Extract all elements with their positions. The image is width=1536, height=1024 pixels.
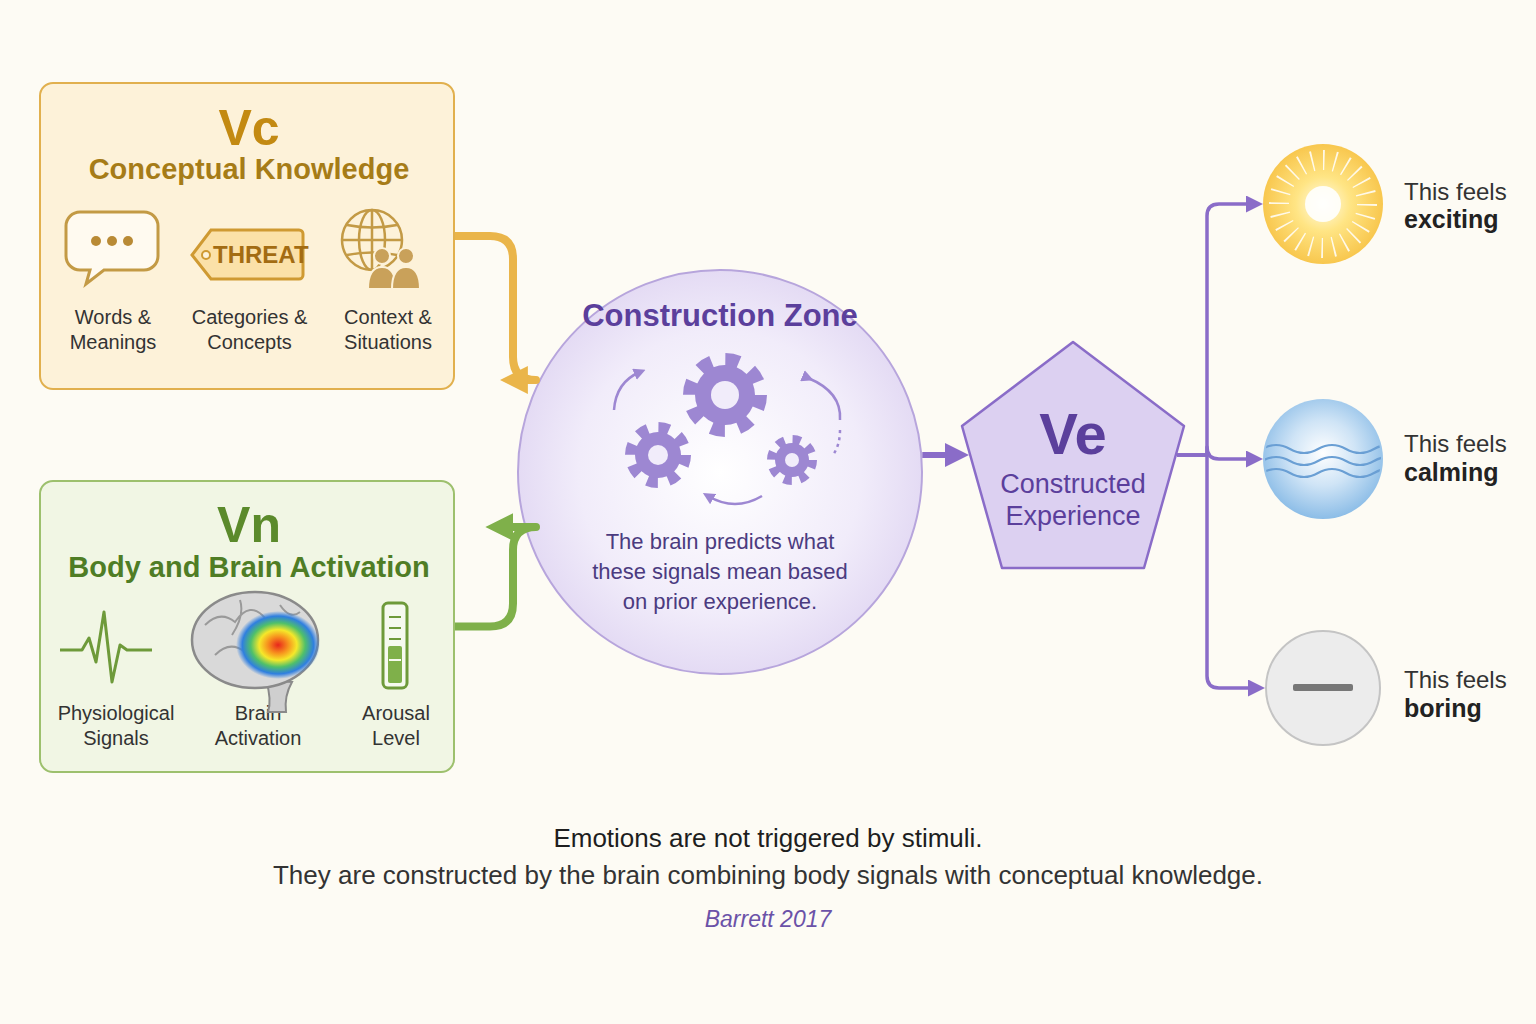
- threat-tag: THREAT: [189, 227, 305, 282]
- node-shape: [1263, 399, 1383, 519]
- exciting-circle: This feelsexciting: [1263, 144, 1383, 264]
- outcome-prefix: This feels: [1404, 666, 1536, 694]
- globe-meridian: [359, 210, 385, 270]
- circle-outline: [518, 270, 922, 674]
- minus-bar: [1293, 684, 1353, 691]
- experience-pentagon: VeConstructed Experience: [960, 340, 1186, 570]
- gear-hole: [648, 445, 668, 465]
- icon-label: Brain Activation: [208, 701, 308, 751]
- cycle-arrow: [708, 496, 762, 504]
- node-shape: [1263, 144, 1383, 264]
- brain-stem: [266, 680, 292, 712]
- water-disc: [1263, 399, 1383, 519]
- brain-folds: [205, 600, 300, 662]
- tag-hole: [202, 251, 210, 259]
- construction-circle: Construction ZoneThe brain predicts what…: [517, 269, 923, 675]
- wave-lines: [1262, 445, 1402, 477]
- sun-disc: [1263, 144, 1383, 264]
- bubble-dot: [123, 236, 133, 246]
- person-body: [392, 267, 420, 289]
- gear-hole: [785, 453, 799, 467]
- cycle-dots: [833, 430, 840, 455]
- flow-arrow: [455, 527, 536, 627]
- icon-label: Categories & Concepts: [187, 305, 312, 355]
- gear-teeth: [690, 360, 760, 430]
- globe-outline: [342, 210, 402, 270]
- arousal-gauge-icon: [383, 603, 407, 688]
- cycle-arrow: [808, 378, 840, 420]
- globe-latitude: [342, 239, 402, 242]
- gears-icon: [614, 360, 840, 504]
- gear-body: [695, 365, 755, 425]
- wave-line: [1262, 457, 1402, 465]
- circle-heading: Construction Zone: [517, 298, 923, 334]
- tag-outline: [192, 230, 303, 279]
- icon-label: Arousal Level: [351, 701, 441, 751]
- gear-hole: [711, 381, 739, 409]
- tag-text: THREAT: [213, 240, 301, 269]
- flow-arrow: [1177, 447, 1251, 459]
- brain-icon: [192, 592, 320, 712]
- speech-bubble-icon: [66, 212, 158, 284]
- activation-box: VnBody and Brain ActivationPhysiological…: [39, 480, 455, 773]
- flow-arrow: [1177, 455, 1253, 688]
- gauge-tick: [389, 638, 401, 640]
- pentagon-heading: Constructed Experience: [983, 468, 1163, 532]
- boring-circle: This feelsboring: [1265, 630, 1381, 746]
- outcome-word: boring: [1404, 694, 1536, 723]
- gauge-outline: [383, 603, 407, 688]
- box-symbol: Vc: [41, 100, 457, 156]
- person-head: [374, 248, 390, 264]
- globe-axis: [371, 210, 374, 270]
- pentagon-symbol: Ve: [960, 402, 1186, 466]
- citation: Barrett 2017: [0, 905, 1536, 933]
- flow-arrow: [922, 452, 952, 458]
- outcome-word: calming: [1404, 458, 1536, 487]
- neutral-disc: [1266, 631, 1380, 745]
- globe-people-icon: [342, 210, 420, 289]
- heartbeat-icon: [60, 612, 152, 682]
- flow-arrow: [455, 236, 536, 380]
- cycle-arrow: [614, 372, 640, 410]
- brain-outline: [192, 592, 318, 688]
- icon-label: Words & Meanings: [63, 305, 163, 355]
- outcome-word: exciting: [1404, 205, 1536, 234]
- caption-text: Emotions are not triggered by stimuli.: [0, 822, 1536, 854]
- bubble-dot: [91, 236, 101, 246]
- gauge-fill: [388, 646, 402, 683]
- gauge-tick: [389, 659, 401, 661]
- node-shape: [1265, 630, 1381, 746]
- icon-label: Context & Situations: [338, 305, 438, 355]
- sun-core: [1305, 186, 1341, 222]
- bubble-outline: [66, 212, 158, 284]
- concept-box: VcConceptual KnowledgeWords & Meanings Ca…: [39, 82, 455, 390]
- gauge-tick: [389, 616, 401, 618]
- gear-body: [775, 443, 809, 477]
- icon-label: Physiological Signals: [51, 701, 181, 751]
- circle-body: The brain predicts what these signals me…: [585, 527, 855, 617]
- sun-rays: [1279, 160, 1367, 248]
- flow-arrow: [1177, 204, 1251, 455]
- box-heading: Body and Brain Activation: [41, 550, 457, 584]
- globe-latitude: [347, 225, 397, 255]
- caption-subtext: They are constructed by the brain combin…: [0, 859, 1536, 891]
- outcome-prefix: This feels: [1404, 178, 1536, 206]
- bubble-dot: [107, 236, 117, 246]
- wave-line: [1262, 445, 1402, 453]
- person-body: [368, 267, 396, 289]
- person-head: [398, 248, 414, 264]
- calming-circle: This feelscalming: [1263, 399, 1383, 519]
- wave-line: [1262, 469, 1402, 477]
- gauge-tick: [389, 627, 401, 629]
- box-symbol: Vn: [41, 497, 457, 553]
- gear-teeth: [772, 440, 812, 480]
- box-heading: Conceptual Knowledge: [41, 152, 457, 186]
- brain-heatmap: [236, 611, 320, 679]
- gear-body: [635, 432, 681, 478]
- outcome-prefix: This feels: [1404, 430, 1536, 458]
- gear-teeth: [631, 428, 685, 482]
